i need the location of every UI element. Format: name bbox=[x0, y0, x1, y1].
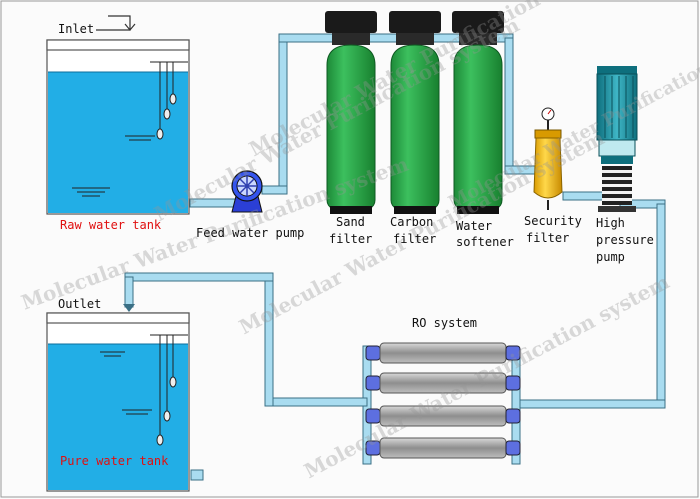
pure-water-tank-label: Pure water tank bbox=[60, 454, 169, 468]
sand-filter-label-line2: filter bbox=[329, 232, 373, 246]
feed-water-pump-label: Feed water pump bbox=[196, 226, 305, 240]
ro-system-label: RO system bbox=[412, 316, 478, 330]
outlet-label: Outlet bbox=[58, 297, 102, 311]
ro-membrane bbox=[365, 372, 521, 394]
carbon-filter-label-line1: Carbon bbox=[390, 215, 434, 229]
water-softener-label-line2: softener bbox=[456, 235, 514, 249]
pipe-top-to-outlet bbox=[124, 272, 274, 282]
sand-filter-label-line1: Sand bbox=[336, 215, 365, 229]
feed-water-pump-icon bbox=[231, 170, 263, 213]
pipe-to-security bbox=[504, 165, 536, 175]
high-pressure-pump-label-line2: pressure bbox=[596, 233, 654, 247]
ro-membrane bbox=[365, 437, 521, 459]
pipe-ro-left bbox=[266, 397, 368, 407]
inlet-pipe bbox=[96, 15, 136, 31]
pipe-pump-outlet bbox=[261, 185, 288, 195]
pipe-security-to-hp bbox=[562, 191, 604, 201]
pipe-to-ro-bottom bbox=[519, 399, 666, 409]
high-pressure-pump-icon bbox=[596, 66, 638, 212]
inlet-label: Inlet bbox=[58, 22, 95, 36]
pure-water-tank bbox=[46, 312, 190, 492]
ro-membrane bbox=[365, 405, 521, 427]
security-filter-label-line1: Security bbox=[524, 214, 582, 228]
high-pressure-pump-label-line1: High bbox=[596, 216, 625, 230]
pipe-hp-down bbox=[656, 203, 666, 409]
water-softener-tank bbox=[452, 11, 504, 214]
security-filter-label-line2: filter bbox=[526, 231, 570, 245]
high-pressure-pump-label-line3: pump bbox=[596, 250, 625, 264]
pipe-down-to-security bbox=[504, 37, 514, 171]
pipe-pure-drain bbox=[190, 469, 204, 481]
sand-filter-tank bbox=[325, 11, 377, 214]
security-filter-icon bbox=[533, 107, 563, 210]
water-softener-label-line1: Water bbox=[456, 219, 493, 233]
pipe-pump-riser bbox=[278, 37, 288, 194]
raw-water-tank bbox=[46, 39, 190, 215]
raw-water-tank-label: Raw water tank bbox=[60, 218, 162, 232]
pipe-outlet-down bbox=[124, 276, 134, 308]
outlet-arrow bbox=[123, 304, 135, 312]
pipe-ro-riser bbox=[264, 274, 274, 407]
ro-membrane bbox=[365, 342, 521, 364]
carbon-filter-label-line2: filter bbox=[393, 232, 437, 246]
pipe-tank-to-pump bbox=[189, 198, 236, 208]
ro-membranes bbox=[365, 342, 521, 459]
carbon-filter-tank bbox=[389, 11, 441, 214]
